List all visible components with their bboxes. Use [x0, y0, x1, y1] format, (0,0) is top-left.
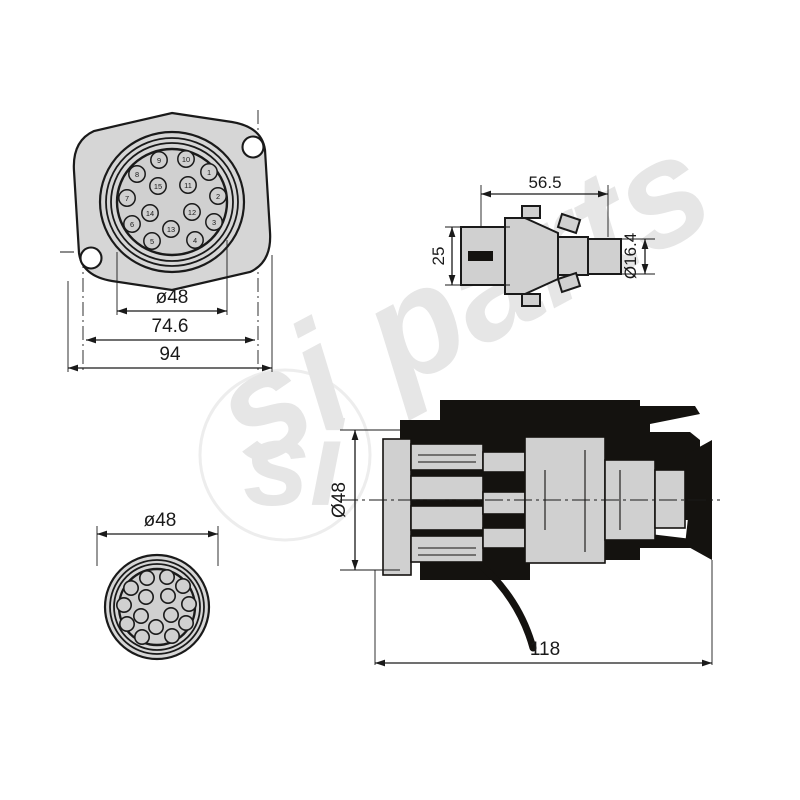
dim-hole-centres-label: 74.6 [152, 316, 189, 337]
contact-hole-15 [138, 588, 155, 605]
plug-keyway-slot [468, 251, 493, 261]
pin-14-label: 14 [146, 209, 154, 218]
pin-group-inner: 11 12 13 14 15 [141, 176, 201, 238]
plug-latch-clips [521, 205, 582, 307]
cable-tail [477, 561, 537, 652]
dim-plug-height-label: 25 [429, 247, 448, 266]
dim-hole-centres: 74.6 [86, 316, 255, 344]
pin-10: 10 [177, 150, 195, 168]
contact-hole-3 [178, 614, 195, 631]
contact-hole-9 [139, 569, 156, 586]
plug-tapered-body [504, 217, 559, 295]
contact-hole-14 [133, 607, 150, 624]
contact-hole-10 [159, 568, 176, 585]
flange-extension-lines [116, 240, 228, 315]
section-sleeve-mid [482, 491, 526, 515]
contact-hole-6 [119, 615, 136, 632]
dim-assembly-diameter-label: Ø48 [329, 482, 350, 518]
assembly-detail-lines [418, 450, 621, 556]
section-contact-upper [410, 443, 484, 471]
pin-12-label: 12 [188, 208, 196, 217]
contact-hole-8 [123, 579, 140, 596]
dim-cable-gland-diameter: Ø16.4 [621, 233, 649, 279]
view-front-flange: 1 2 3 4 5 6 7 [60, 110, 273, 372]
plug-front-collar [557, 236, 589, 276]
watermark-logo-circle [198, 368, 372, 542]
view-rear-face: ø48 [96, 510, 219, 661]
dim-cable-gland-diameter-label: Ø16.4 [621, 233, 640, 279]
rear-face-extension-lines [96, 526, 219, 566]
pin-6-label: 6 [130, 220, 134, 229]
dim-assembly-diameter: Ø48 [329, 430, 359, 570]
pin-13: 13 [162, 220, 180, 238]
contact-hole-7 [116, 596, 133, 613]
assembly-extension-lines [340, 429, 713, 665]
contact-hole-1 [175, 577, 192, 594]
pin-9: 9 [150, 151, 168, 169]
contact-hole-4 [164, 627, 181, 644]
pin-4-label: 4 [193, 236, 197, 245]
latch-clip-bottom [521, 293, 541, 307]
mounting-hole-top-right [241, 135, 265, 159]
mounting-hole-bottom-left [79, 246, 103, 270]
pin-2-label: 2 [216, 192, 220, 201]
dim-plug-height: 25 [429, 227, 456, 285]
view-section-assembly: Ø48 118 [329, 400, 720, 667]
pin-1-label: 1 [207, 168, 211, 177]
cable-gland-stub [587, 238, 622, 275]
pin-4: 4 [186, 231, 204, 249]
pin-5-label: 5 [150, 237, 154, 246]
pin-11: 11 [179, 176, 197, 194]
contact-hole-11 [160, 587, 177, 604]
pin-5: 5 [143, 232, 161, 250]
pin-12: 12 [183, 203, 201, 221]
plug-extension-lines [445, 185, 655, 286]
dim-flange-width-label: 94 [159, 344, 181, 365]
latch-clip-upper-right [556, 212, 582, 235]
dim-plug-length: 56.5 [481, 173, 608, 198]
contact-hole-5 [134, 628, 151, 645]
pin-13-label: 13 [167, 225, 175, 234]
dim-assembly-length-label: 118 [530, 639, 560, 660]
pin-7: 7 [118, 189, 136, 207]
dim-assembly-length: 118 [375, 639, 712, 667]
section-rear-block [382, 438, 412, 576]
dim-flange-bore-label: ø48 [156, 287, 189, 308]
dim-flange-width: 94 [67, 255, 273, 372]
assembly-internal-sections [382, 436, 686, 576]
pin-9-label: 9 [157, 156, 161, 165]
pin-3: 3 [205, 213, 223, 231]
pin-group-outer: 1 2 3 4 5 6 7 [118, 150, 227, 250]
section-sleeve-upper [482, 451, 526, 473]
pin-6: 6 [123, 215, 141, 233]
pin-1: 1 [200, 163, 218, 181]
section-contact-lower [410, 535, 484, 563]
pin-15: 15 [149, 177, 167, 195]
section-contact-mid-upper [410, 475, 484, 501]
pin-3-label: 3 [212, 218, 216, 227]
pin-15-label: 15 [154, 182, 162, 191]
pin-7-label: 7 [125, 194, 129, 203]
section-sleeve-lower [482, 527, 526, 549]
dim-rear-face-diameter-label: ø48 [144, 510, 177, 531]
pin-8: 8 [128, 165, 146, 183]
pin-14: 14 [141, 204, 159, 222]
contact-hole-13 [148, 618, 165, 635]
contact-hole-2 [181, 595, 198, 612]
pin-10-label: 10 [182, 155, 190, 164]
dim-plug-length-label: 56.5 [528, 173, 561, 192]
pin-11-label: 11 [184, 181, 192, 190]
contact-hole-12 [163, 606, 180, 623]
latch-clip-lower-right [556, 271, 582, 294]
section-contact-mid-lower [410, 505, 484, 531]
dim-flange-bore: ø48 [117, 287, 227, 315]
section-gland-nut [654, 469, 686, 529]
pin-8-label: 8 [135, 170, 139, 179]
watermark-logo-text: si [243, 397, 346, 531]
rear-face-contact-holes [116, 568, 198, 645]
dim-rear-face-diameter: ø48 [97, 510, 218, 538]
view-side-plug: 56.5 25 Ø16.4 [429, 173, 655, 307]
pin-2: 2 [209, 187, 227, 205]
latch-clip-top [521, 205, 541, 219]
